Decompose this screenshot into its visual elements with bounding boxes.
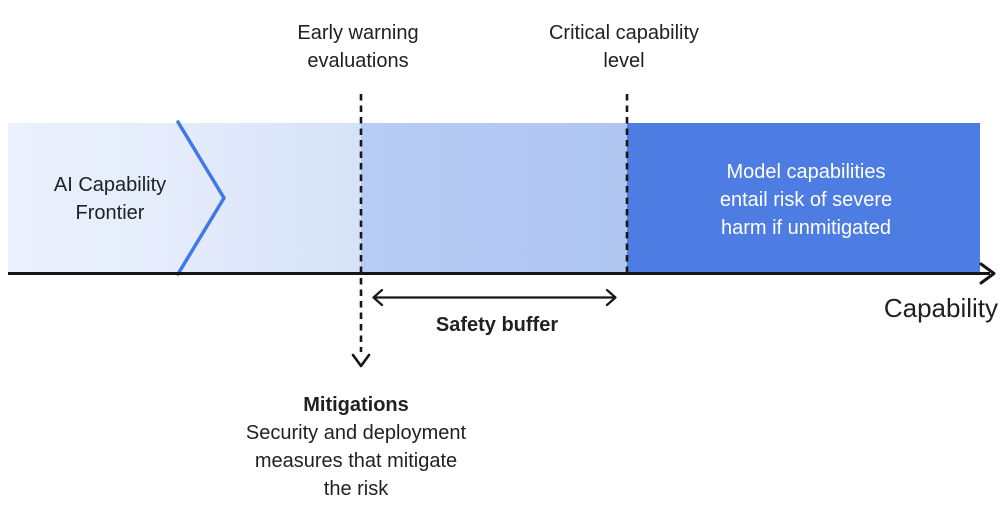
- bar-segment-safety-buffer: [361, 123, 627, 273]
- critical-capability-level-label: Critical capability level: [548, 22, 700, 72]
- bar-segment-critical-risk: [627, 123, 980, 273]
- severe-harm-risk-label: Model capabilities entail risk of severe…: [719, 161, 893, 239]
- mitigations-description: Security and deployment measures that mi…: [245, 422, 467, 500]
- axis-arrowhead-icon: [979, 262, 996, 285]
- down-arrowhead-icon: [351, 353, 371, 368]
- safety-buffer-right-arrowhead-icon: [605, 288, 617, 307]
- early-warning-evaluations-label: Early warning evaluations: [297, 22, 419, 72]
- ai-capability-frontier-label: AI Capability Frontier: [53, 174, 167, 224]
- capability-axis-label: Capability: [883, 293, 998, 323]
- frontier-chevron-icon: [176, 120, 226, 276]
- safety-buffer-label: Safety buffer: [435, 314, 559, 336]
- safety-buffer-left-arrowhead-icon: [372, 288, 384, 307]
- bar-segment-frontier: [8, 123, 361, 273]
- mitigations-title: Mitigations: [303, 394, 409, 416]
